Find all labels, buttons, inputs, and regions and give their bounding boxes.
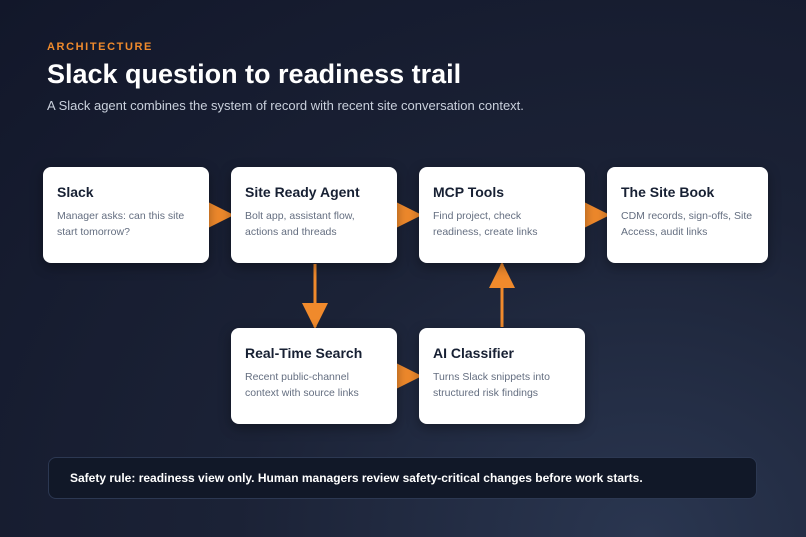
node-site-ready-agent: Site Ready Agent Bolt app, assistant flo… — [231, 167, 397, 263]
node-title: The Site Book — [621, 184, 715, 200]
node-title: AI Classifier — [433, 345, 514, 361]
page-subtitle: A Slack agent combines the system of rec… — [47, 98, 524, 113]
node-title: Slack — [57, 184, 94, 200]
node-description: CDM records, sign-offs, Site Access, aud… — [621, 210, 753, 238]
node-slack: Slack Manager asks: can this site start … — [43, 167, 209, 263]
node-ai-classifier: AI Classifier Turns Slack snippets into … — [419, 328, 585, 424]
page-title: Slack question to readiness trail — [47, 59, 462, 89]
node-the-site-book: The Site Book CDM records, sign-offs, Si… — [607, 167, 768, 263]
section-eyebrow: ARCHITECTURE — [47, 41, 153, 53]
node-title: Real-Time Search — [245, 345, 363, 361]
node-title: MCP Tools — [433, 184, 505, 200]
node-description: Find project, check readiness, create li… — [433, 210, 538, 238]
safety-rule-banner: Safety rule: readiness view only. Human … — [48, 457, 757, 499]
node-description: Recent public-channel context with sourc… — [245, 371, 359, 399]
node-description: Bolt app, assistant flow, actions and th… — [245, 210, 355, 238]
node-description: Manager asks: can this site start tomorr… — [57, 210, 185, 238]
node-mcp-tools: MCP Tools Find project, check readiness,… — [419, 167, 585, 263]
safety-rule-text: Safety rule: readiness view only. Human … — [70, 471, 643, 485]
node-real-time-search: Real-Time Search Recent public-channel c… — [231, 328, 397, 424]
node-title: Site Ready Agent — [245, 184, 360, 200]
node-description: Turns Slack snippets into structured ris… — [433, 371, 550, 399]
